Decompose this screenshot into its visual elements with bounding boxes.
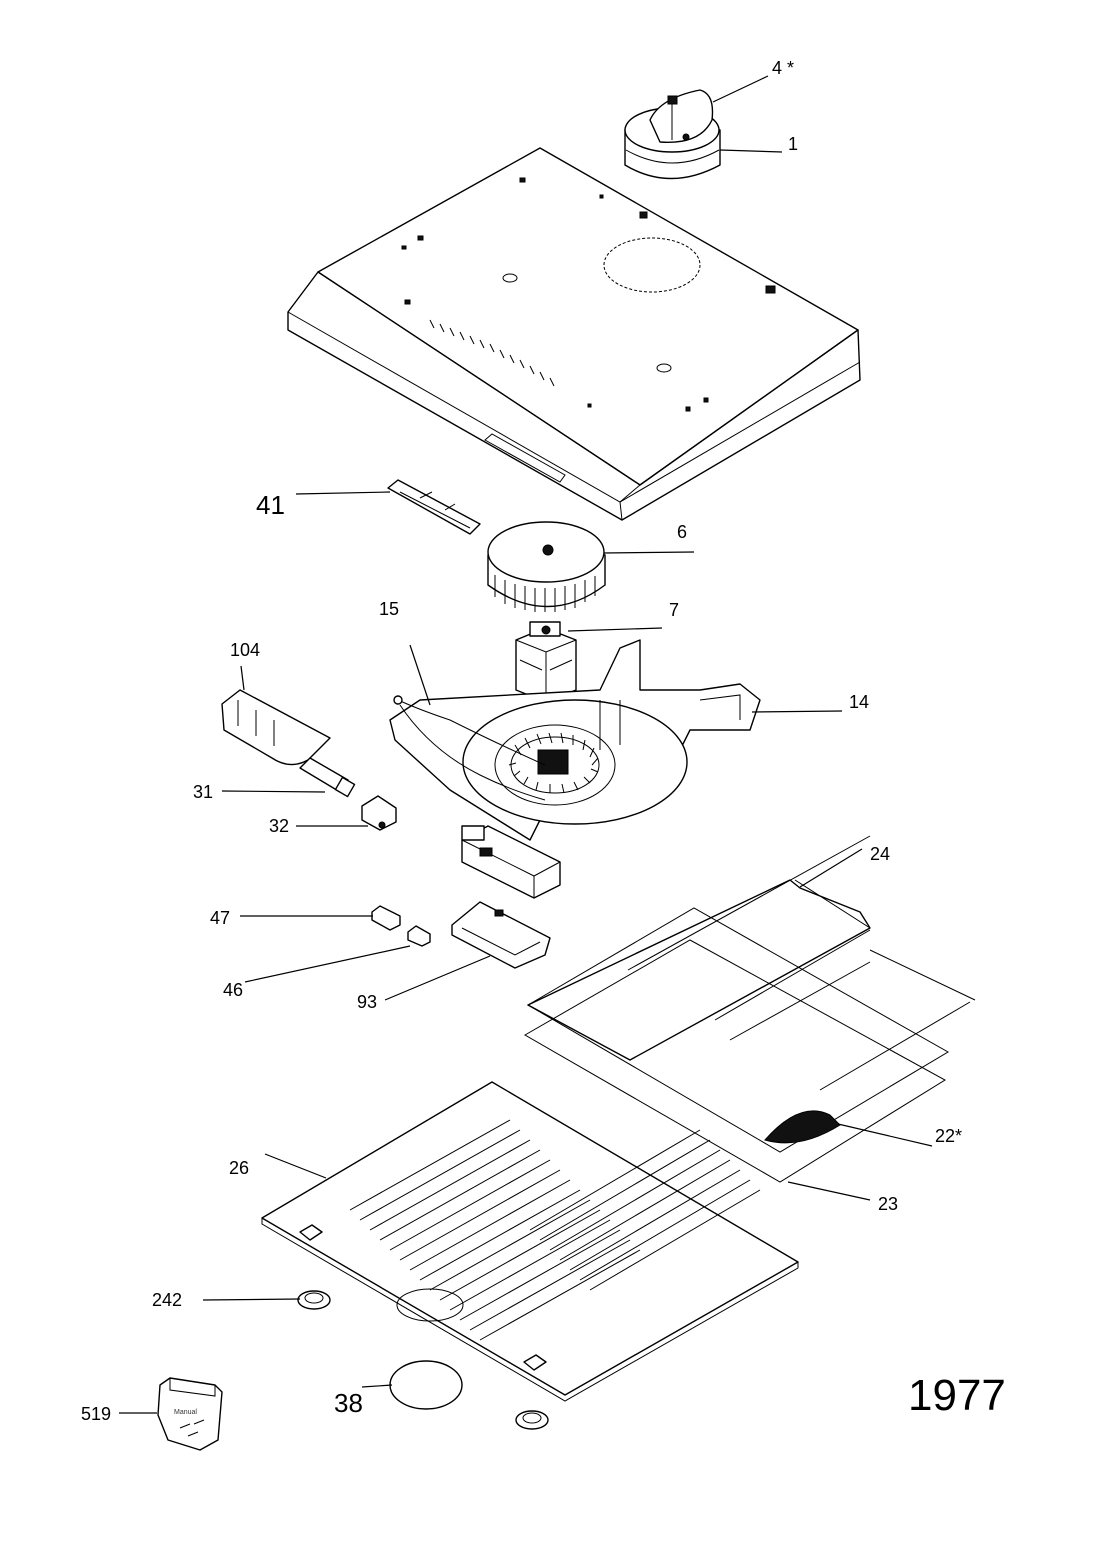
label-part-4: 4 * [772, 58, 794, 78]
label-part-6: 6 [677, 522, 687, 542]
bag-label: Manual [174, 1409, 197, 1416]
collar-part-1 [624, 89, 721, 180]
lamp-cover-part-104 [221, 689, 331, 766]
label-part-242: 242 [152, 1290, 182, 1310]
label-part-26: 26 [229, 1158, 249, 1178]
fan-wheel-part-6 [487, 521, 606, 612]
label-part-14: 14 [849, 692, 869, 712]
switch-part-47 [371, 905, 401, 931]
label-part-41: 41 [256, 490, 285, 520]
panel-part-93 [451, 901, 551, 969]
lens-part-38 [389, 1360, 463, 1410]
leader-lines [119, 75, 933, 1414]
label-part-32: 32 [269, 816, 289, 836]
switch-part-46 [407, 925, 431, 947]
control-box [461, 825, 561, 899]
label-part-23: 23 [878, 1194, 898, 1214]
label-part-24: 24 [870, 844, 890, 864]
lamp-part-31 [299, 757, 356, 798]
carbon-filter-part-242 [297, 1290, 549, 1430]
switch-bracket-part-41 [387, 479, 481, 535]
filter-part-24 [527, 835, 976, 1091]
lamp-holder-part-32 [361, 795, 397, 831]
scroll-housing-part-14 [389, 639, 761, 841]
label-part-22: 22* [935, 1126, 962, 1146]
label-part-47: 47 [210, 908, 230, 928]
label-part-7: 7 [669, 600, 679, 620]
label-part-15: 15 [379, 599, 399, 619]
hood-body [287, 147, 861, 521]
label-part-93: 93 [357, 992, 377, 1012]
wiring-part-15 [393, 695, 546, 801]
label-part-38: 38 [334, 1388, 363, 1418]
label-part-1: 1 [788, 134, 798, 154]
grille-panel-part-26 [261, 1081, 799, 1402]
label-part-519: 519 [81, 1404, 111, 1424]
label-part-104: 104 [230, 640, 260, 660]
motor-part-7 [515, 621, 577, 703]
accessory-bag-part-519: Manual [157, 1377, 223, 1451]
label-part-31: 31 [193, 782, 213, 802]
label-part-46: 46 [223, 980, 243, 1000]
part-labels: 4 * 1 41 6 15 7 104 14 31 32 24 47 46 93… [81, 58, 962, 1424]
sheet-number: 1977 [908, 1371, 1006, 1420]
